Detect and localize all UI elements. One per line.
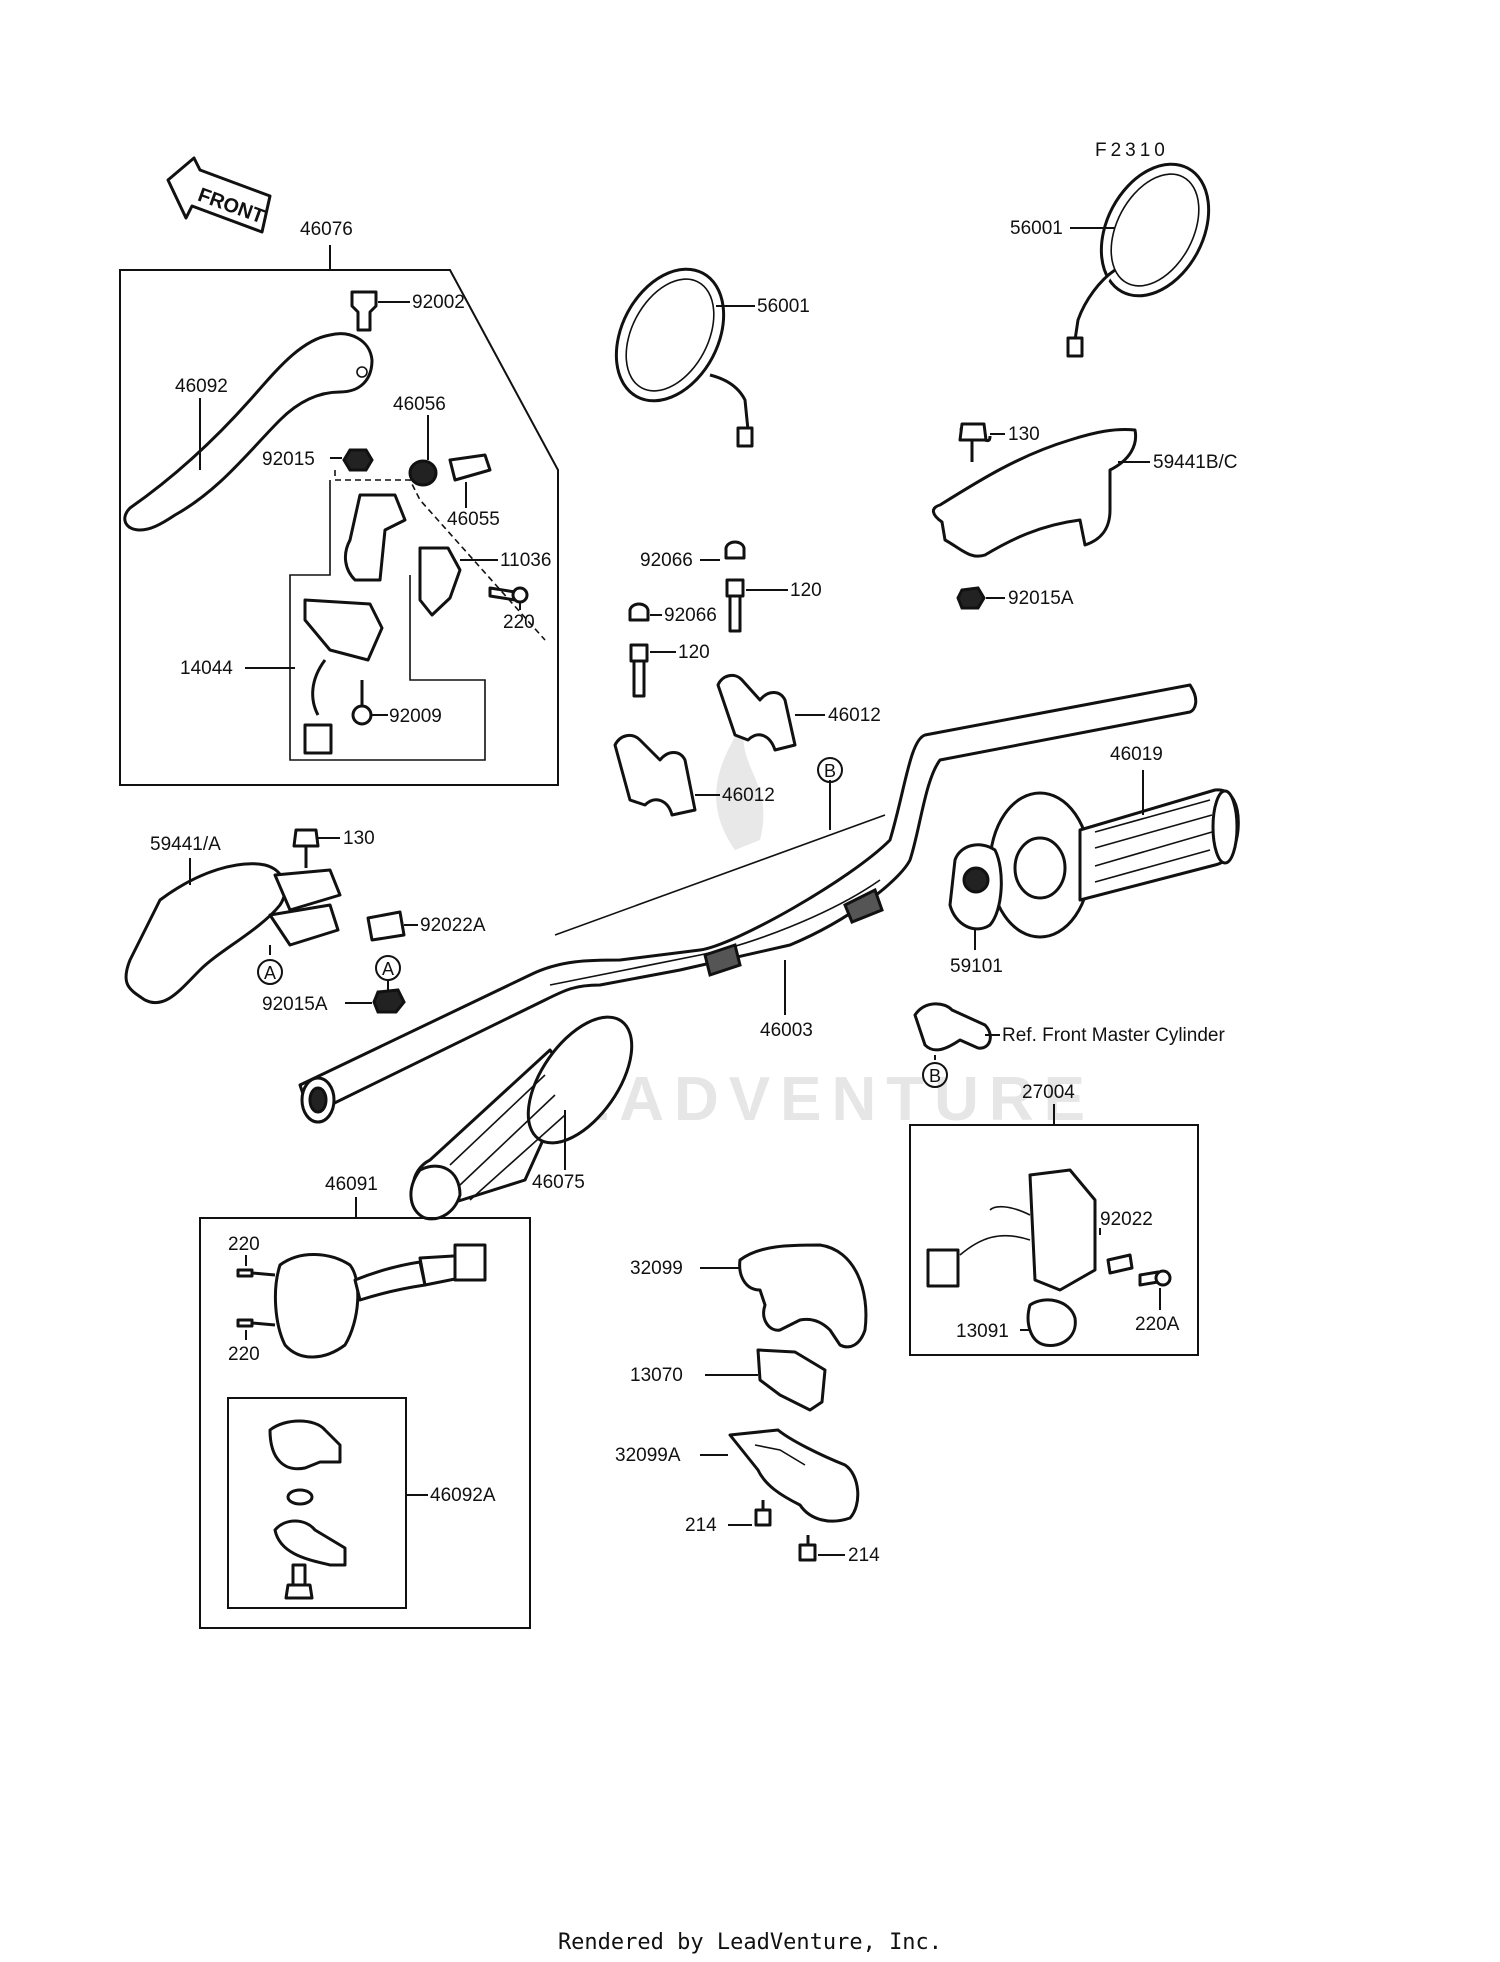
callout-220a: 220 (503, 612, 535, 633)
callout-59101: 59101 (950, 956, 1003, 977)
throttle-cable-holder: 13070 (630, 1348, 827, 1412)
callout-56001a: 56001 (757, 296, 810, 317)
left-hand-guard: 130 59441/A A 92022A A 92015A (124, 828, 486, 1015)
callout-46056: 46056 (393, 394, 446, 415)
svg-text:B: B (824, 761, 836, 781)
callout-59441bc: 59441B/C (1153, 452, 1238, 473)
marker-a2: A (382, 959, 394, 979)
callout-27004: 27004 (1022, 1082, 1075, 1103)
handlebar-holder-bolts: 92066 120 92066 120 (628, 540, 822, 698)
callout-56001b: 56001 (1010, 218, 1063, 239)
callout-214b: 214 (848, 1545, 880, 1566)
callout-92066a: 92066 (640, 550, 693, 571)
master-cylinder-clamp: Ref. Front Master Cylinder B (913, 1002, 1225, 1088)
throttle-cable-guide: 59101 (948, 843, 1003, 977)
mirror-left: 56001 (614, 267, 810, 448)
mirror-right: 56001 (1010, 162, 1211, 358)
handlebar-holder-lower: 46012 (613, 733, 775, 817)
callout-14044: 14044 (180, 658, 233, 679)
callout-32099: 32099 (630, 1258, 683, 1279)
callout-92066b: 92066 (664, 605, 717, 626)
left-grip: 46075 (409, 1015, 634, 1221)
front-arrow-icon: FRONT (166, 156, 272, 234)
marker-a1: A (264, 963, 276, 983)
callout-11036: 11036 (500, 550, 551, 571)
callout-46012b: 46012 (722, 785, 775, 806)
right-hand-guard: 130 59441B/C 92015A (932, 422, 1238, 610)
callout-120a: 120 (790, 580, 822, 601)
callout-46019: 46019 (1110, 744, 1163, 765)
callout-120b: 120 (678, 642, 710, 663)
callout-46003: 46003 (760, 1020, 813, 1041)
callout-46092: 46092 (175, 376, 228, 397)
engine-stop-switch-assembly: 27004 13091 92022 220A (909, 1082, 1199, 1356)
handlebar: 46003 (298, 683, 1198, 1124)
callout-92022a: 92022A (420, 915, 486, 936)
callout-130b: 130 (343, 828, 375, 849)
callout-92009: 92009 (389, 706, 442, 727)
callout-46076: 46076 (300, 219, 353, 240)
throttle-case-upper: 32099 (630, 1243, 868, 1349)
callout-92022: 92022 (1100, 1209, 1153, 1230)
diagram-code: F2310 (1095, 140, 1169, 161)
callout-220A: 220A (1135, 1314, 1180, 1335)
callout-46091: 46091 (325, 1174, 378, 1195)
callout-46092A: 46092A (430, 1485, 496, 1506)
callout-13091: 13091 (956, 1321, 1009, 1342)
callout-220c: 220 (228, 1344, 260, 1365)
callout-92015: 92015 (262, 449, 315, 470)
callout-92002: 92002 (412, 292, 465, 313)
callout-220b: 220 (228, 1234, 260, 1255)
callout-59441a: 59441/A (150, 834, 221, 855)
watermark-flame-icon (716, 720, 764, 850)
callout-214a: 214 (685, 1515, 717, 1536)
marker-b1: B (817, 757, 843, 830)
callout-46075: 46075 (532, 1172, 585, 1193)
callout-46055: 46055 (447, 509, 500, 530)
callout-46012a: 46012 (828, 705, 881, 726)
footer-credit: Rendered by LeadVenture, Inc. (557, 1930, 943, 1955)
callout-32099A: 32099A (615, 1445, 681, 1466)
callout-13070: 13070 (630, 1365, 683, 1386)
marker-b2: B (929, 1066, 941, 1086)
callout-130a: 130 (1008, 424, 1040, 445)
callout-ref-master-cylinder: Ref. Front Master Cylinder (1002, 1025, 1225, 1046)
throttle-grip: 46019 (988, 744, 1240, 939)
callout-92015a-top: 92015A (1008, 588, 1074, 609)
handlebar-holder-upper: 46012 (716, 673, 881, 752)
clutch-lever-assembly: 46076 92002 46092 46056 92015 46055 1103… (119, 219, 559, 786)
left-switch-assembly: 46091 220 220 46092A (199, 1174, 531, 1629)
callout-92015a: 92015A (262, 994, 328, 1015)
throttle-case-lower: 32099A 214 214 (615, 1428, 880, 1566)
